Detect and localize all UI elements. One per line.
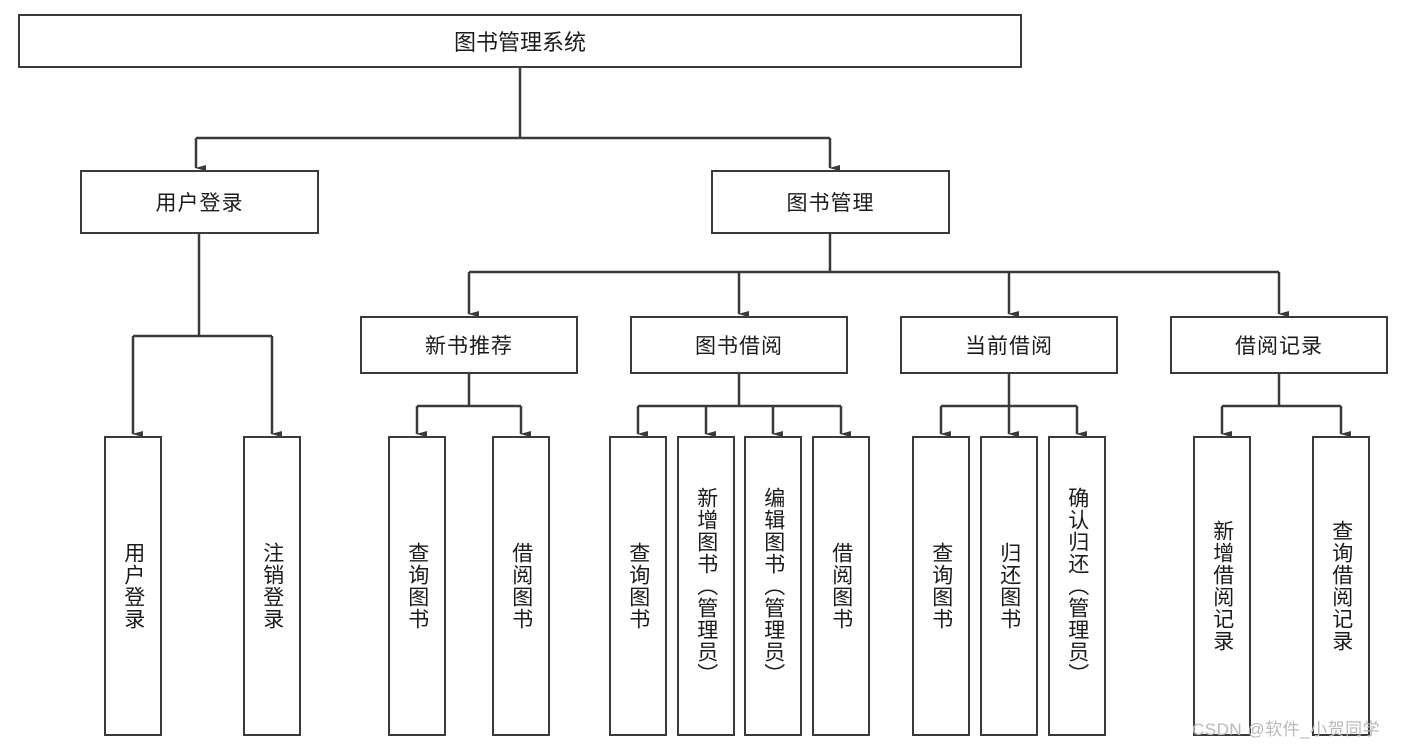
node-label: 归还图书 bbox=[997, 542, 1021, 630]
node-label: 编辑图书（管理员） bbox=[761, 487, 785, 685]
node-current-borrow[interactable]: 当前借阅 bbox=[900, 316, 1118, 374]
node-label: 借阅图书 bbox=[829, 542, 853, 630]
leaf-current-return-book[interactable]: 归还图书 bbox=[980, 436, 1038, 736]
node-label: 图书管理 bbox=[786, 192, 875, 215]
node-label: 用户登录 bbox=[121, 542, 145, 630]
node-label: 图书借阅 bbox=[695, 335, 783, 358]
leaf-user-login-logout[interactable]: 注销登录 bbox=[243, 436, 301, 736]
node-label: 图书管理系统 bbox=[453, 30, 586, 55]
node-label: 查询图书 bbox=[405, 542, 429, 630]
node-label: 新增借阅记录 bbox=[1210, 520, 1234, 652]
leaf-borrow-edit-book[interactable]: 编辑图书（管理员） bbox=[744, 436, 802, 736]
leaf-current-confirm-return[interactable]: 确认归还（管理员） bbox=[1048, 436, 1106, 736]
node-new-book-recommend[interactable]: 新书推荐 bbox=[360, 316, 578, 374]
node-label: 用户登录 bbox=[155, 192, 244, 215]
leaf-borrow-add-book[interactable]: 新增图书（管理员） bbox=[677, 436, 735, 736]
node-label: 注销登录 bbox=[260, 542, 284, 630]
leaf-current-query-book[interactable]: 查询图书 bbox=[912, 436, 970, 736]
leaf-new-book-query[interactable]: 查询图书 bbox=[388, 436, 446, 736]
node-label: 查询图书 bbox=[929, 542, 953, 630]
leaf-record-add[interactable]: 新增借阅记录 bbox=[1193, 436, 1251, 736]
node-label: 新增图书（管理员） bbox=[694, 487, 718, 685]
node-book-borrow[interactable]: 图书借阅 bbox=[630, 316, 848, 374]
node-book-manage[interactable]: 图书管理 bbox=[711, 170, 950, 234]
node-label: 查询图书 bbox=[626, 542, 650, 630]
leaf-borrow-query-book[interactable]: 查询图书 bbox=[609, 436, 667, 736]
node-label: 借阅记录 bbox=[1235, 335, 1323, 358]
node-label: 新书推荐 bbox=[425, 335, 513, 358]
leaf-user-login-login[interactable]: 用户登录 bbox=[104, 436, 162, 736]
csdn-watermark: CSDN @软件_小贺同学 bbox=[1192, 720, 1381, 739]
leaf-borrow-borrow-book[interactable]: 借阅图书 bbox=[812, 436, 870, 736]
node-root-system[interactable]: 图书管理系统 bbox=[18, 14, 1022, 68]
node-borrow-record[interactable]: 借阅记录 bbox=[1170, 316, 1388, 374]
node-label: 确认归还（管理员） bbox=[1065, 487, 1089, 685]
node-label: 查询借阅记录 bbox=[1329, 520, 1353, 652]
leaf-record-query[interactable]: 查询借阅记录 bbox=[1312, 436, 1370, 736]
node-label: 当前借阅 bbox=[965, 335, 1053, 358]
node-label: 借阅图书 bbox=[509, 542, 533, 630]
node-user-login[interactable]: 用户登录 bbox=[80, 170, 319, 234]
leaf-new-book-borrow[interactable]: 借阅图书 bbox=[492, 436, 550, 736]
